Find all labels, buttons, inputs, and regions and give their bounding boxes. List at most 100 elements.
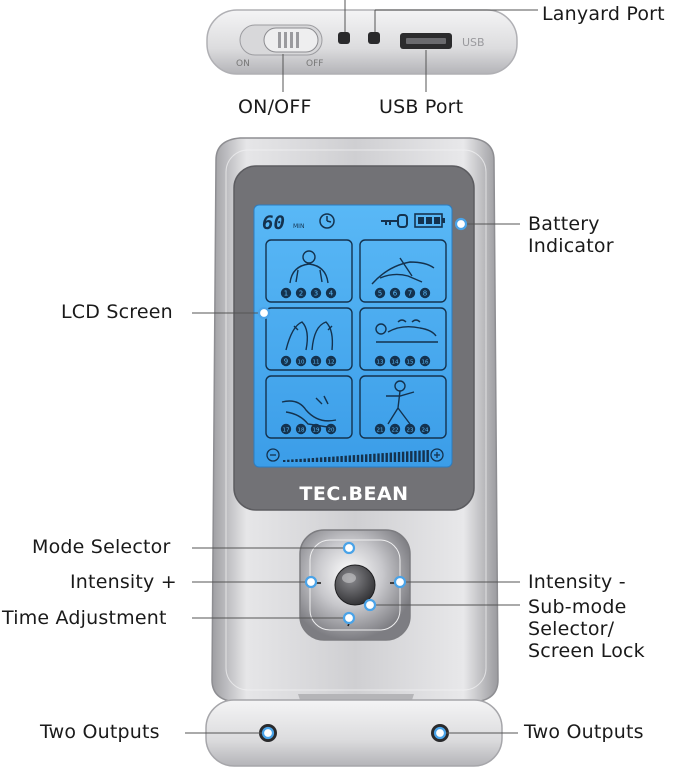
mode-number-label: 1	[284, 290, 288, 298]
mode-number-circle	[295, 355, 307, 367]
full-body-pictogram	[386, 380, 415, 425]
intensity-tick	[377, 453, 380, 462]
mode-number-circle	[280, 287, 292, 299]
mode-number-circle	[374, 287, 386, 299]
intensity-tick	[299, 458, 302, 462]
mode-number-label: 2	[299, 290, 303, 298]
mode-number-label: 22	[392, 428, 399, 434]
mode-number-circle	[419, 423, 431, 435]
intensity-tick	[283, 460, 286, 462]
mode-number-label: 14	[392, 360, 399, 366]
mode-number-circle	[374, 423, 386, 435]
mode-number-circle	[310, 355, 322, 367]
lcd-status-row	[319, 213, 445, 229]
mode-number-label: 16	[422, 360, 429, 366]
intensity-tick	[307, 458, 310, 462]
intensity-tick	[360, 454, 364, 462]
mode-number-label: 24	[422, 428, 429, 434]
label-submode-line2: Selector/	[528, 618, 615, 640]
intensity-tick	[418, 450, 421, 462]
intensity-level-ticks	[283, 450, 429, 462]
mode-number-circle	[389, 423, 401, 435]
intensity-tick	[385, 452, 388, 462]
intensity-tick	[319, 457, 323, 462]
alarm-clock-icon	[319, 213, 335, 229]
device-body	[211, 137, 499, 703]
intensity-tick	[287, 459, 290, 462]
mode-number-label: 21	[377, 428, 384, 434]
label-on-off: ON/OFF	[238, 96, 312, 118]
label-usb-port: USB Port	[379, 96, 464, 118]
mode-cell-1	[265, 239, 353, 303]
power-switch[interactable]	[263, 27, 319, 53]
mode-number-circle	[280, 355, 292, 367]
mode-number-label: 8	[423, 290, 427, 298]
control-pad[interactable]	[299, 529, 411, 641]
intensity-tick	[324, 457, 327, 462]
label-battery-line2: Indicator	[528, 235, 614, 257]
intensity-tick	[291, 459, 294, 462]
label-submode-line1: Sub-mode	[528, 596, 627, 618]
intensity-plus-lcd-icon	[430, 448, 444, 462]
intensity-tick	[401, 451, 405, 462]
intensity-tick	[328, 456, 331, 462]
intensity-tick	[373, 453, 376, 462]
intensity-tick	[303, 458, 306, 462]
intensity-tick	[410, 451, 413, 462]
mode-number-circle	[295, 423, 307, 435]
label-submode-selector: Sub-mode Selector/ Screen Lock	[528, 596, 645, 662]
lcd-mode-grid	[265, 239, 447, 439]
mode-number-label: 12	[328, 360, 335, 366]
mode-number-circle	[325, 423, 337, 435]
intensity-tick	[315, 457, 319, 462]
mode-cell-3	[265, 307, 353, 371]
bottom-view	[205, 694, 503, 767]
mode-cell-2	[359, 239, 447, 303]
mode-number-label: 11	[313, 360, 320, 366]
label-battery-line1: Battery	[528, 213, 600, 235]
mode-number-circle	[404, 355, 416, 367]
back-lying-pictogram	[375, 319, 438, 343]
intensity-tick	[389, 452, 392, 462]
lanyard-hole-right	[368, 32, 380, 44]
switch-on-label: ON	[236, 59, 250, 69]
mode-number-label: 20	[328, 428, 335, 434]
lcd-timer-value: 60	[262, 212, 285, 234]
intensity-tick	[414, 450, 417, 462]
intensity-tick	[332, 456, 335, 462]
label-lanyard-port: Lanyard Port	[542, 3, 665, 25]
mode-cell-5	[265, 375, 353, 439]
intensity-tick	[406, 451, 409, 462]
label-battery-indicator: Battery Indicator	[528, 213, 614, 257]
usb-text: USB	[462, 36, 485, 49]
mode-cell-6	[359, 375, 447, 439]
lcd-timer-unit: MIN	[293, 223, 304, 230]
intensity-minus-lcd-icon	[266, 448, 280, 462]
usb-port[interactable]	[400, 33, 452, 49]
label-intensity-minus: Intensity -	[528, 571, 626, 593]
mode-number-circle	[389, 287, 401, 299]
leg-foot-pictogram	[281, 395, 337, 429]
mode-number-circle	[325, 287, 337, 299]
callout-dots	[257, 217, 468, 740]
key-lock-icon	[381, 214, 408, 228]
label-time-adjustment: Time Adjustment	[2, 607, 167, 629]
mode-number-circle	[325, 355, 337, 367]
neck-shoulder-pictogram	[289, 250, 329, 284]
mode-number-circle	[404, 423, 416, 435]
intensity-tick	[369, 454, 372, 462]
mode-number-circle	[389, 355, 401, 367]
mode-number-circle	[280, 423, 292, 435]
mode-number-circle	[374, 355, 386, 367]
lanyard-hole-left	[338, 32, 350, 44]
intensity-tick	[422, 450, 425, 462]
label-lcd-screen: LCD Screen	[61, 301, 173, 323]
intensity-tick	[295, 459, 298, 462]
mode-number-label: 6	[393, 290, 398, 298]
label-submode-line3: Screen Lock	[528, 640, 645, 662]
mode-number-label: 3	[314, 290, 318, 298]
mode-number-label: 18	[298, 428, 305, 434]
intensity-tick	[336, 456, 339, 462]
intensity-tick	[344, 455, 347, 462]
